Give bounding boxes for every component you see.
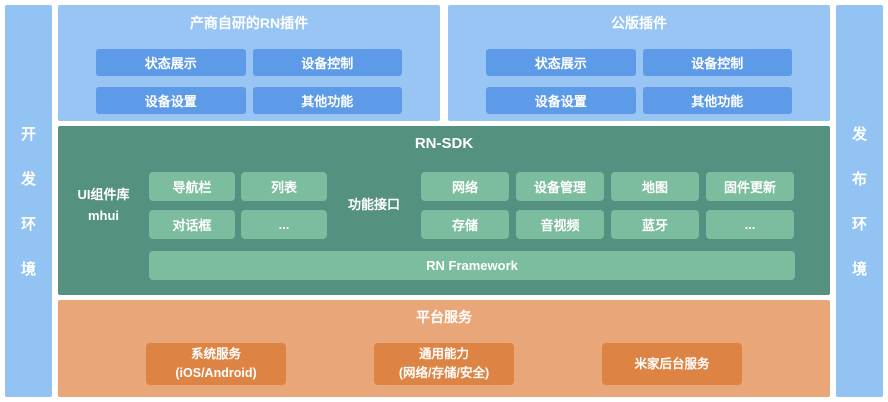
sdk-box-audio-video: 音视频 bbox=[516, 210, 604, 239]
vertical-char: 境 bbox=[851, 261, 867, 278]
sdk-box-storage: 存储 bbox=[421, 210, 509, 239]
plugin-box-device-control: 设备控制 bbox=[642, 49, 792, 76]
plugin-box-device-settings: 设备设置 bbox=[486, 87, 636, 114]
sdk-box-bluetooth: 蓝牙 bbox=[611, 210, 699, 239]
vertical-char: 发 bbox=[20, 171, 36, 188]
sdk-box-map: 地图 bbox=[611, 172, 699, 201]
sdk-box-navbar: 导航栏 bbox=[149, 172, 235, 201]
public-plugin-title: 公版插件 bbox=[611, 15, 667, 31]
sdk-box-network: 网络 bbox=[421, 172, 509, 201]
plugin-box-device-control: 设备控制 bbox=[252, 49, 402, 76]
vertical-char: 发 bbox=[851, 126, 867, 143]
public-plugin-panel: 公版插件 状态展示 设备控制 设备设置 其他功能 bbox=[448, 5, 830, 121]
plugin-box-status-display: 状态展示 bbox=[486, 49, 636, 76]
platform-box-mijia-backend: 米家后台服务 bbox=[602, 343, 742, 385]
platform-box-line2: (网络/存储/安全) bbox=[398, 366, 490, 380]
ui-lib-label-line2: mhui bbox=[87, 207, 120, 223]
dev-environment-bar: 开 发 环 境 bbox=[5, 5, 52, 397]
diagram-center-column: 产商自研的RN插件 状态展示 设备控制 设备设置 其他功能 公版插件 状态展示 … bbox=[58, 5, 830, 397]
function-api-label: 功能接口 bbox=[347, 197, 400, 213]
plugin-box-device-settings: 设备设置 bbox=[96, 87, 246, 114]
rn-sdk-title: RN-SDK bbox=[414, 135, 474, 152]
vendor-plugin-title: 产商自研的RN插件 bbox=[189, 15, 309, 31]
ui-lib-grid: 导航栏 列表 对话框 ... bbox=[149, 172, 327, 239]
vendor-plugin-grid: 状态展示 设备控制 设备设置 其他功能 bbox=[96, 49, 402, 114]
vendor-plugin-panel: 产商自研的RN插件 状态展示 设备控制 设备设置 其他功能 bbox=[58, 5, 440, 121]
sdk-box-more: ... bbox=[706, 210, 794, 239]
rn-sdk-content: UI组件库 mhui 导航栏 列表 对话框 ... 功能接口 网络 设备管理 地… bbox=[58, 172, 830, 239]
plugin-row: 产商自研的RN插件 状态展示 设备控制 设备设置 其他功能 公版插件 状态展示 … bbox=[58, 5, 830, 121]
platform-box-common-capabilities: 通用能力 (网络/存储/安全) bbox=[374, 343, 514, 385]
function-api-grid: 网络 设备管理 地图 固件更新 存储 音视频 蓝牙 ... bbox=[421, 172, 794, 239]
release-environment-bar: 发 布 环 境 bbox=[836, 5, 883, 397]
vertical-char: 境 bbox=[20, 261, 36, 278]
platform-box-system-services: 系统服务 (iOS/Android) bbox=[146, 343, 286, 385]
sdk-box-list: 列表 bbox=[241, 172, 327, 201]
platform-box-line1: 米家后台服务 bbox=[634, 356, 710, 371]
sdk-box-device-management: 设备管理 bbox=[516, 172, 604, 201]
platform-services-title: 平台服务 bbox=[416, 309, 472, 325]
sdk-box-more: ... bbox=[241, 210, 327, 239]
platform-box-line2: (iOS/Android) bbox=[175, 366, 257, 380]
ui-lib-label: UI组件库 mhui bbox=[58, 185, 149, 225]
plugin-box-other-functions: 其他功能 bbox=[252, 87, 402, 114]
vertical-char: 环 bbox=[851, 216, 867, 233]
vertical-char: 开 bbox=[20, 126, 36, 143]
public-plugin-grid: 状态展示 设备控制 设备设置 其他功能 bbox=[486, 49, 792, 114]
sdk-box-firmware-update: 固件更新 bbox=[706, 172, 794, 201]
plugin-box-status-display: 状态展示 bbox=[96, 49, 246, 76]
plugin-box-other-functions: 其他功能 bbox=[642, 87, 792, 114]
vertical-char: 环 bbox=[20, 216, 36, 233]
rn-sdk-panel: RN-SDK UI组件库 mhui 导航栏 列表 对话框 ... 功能接口 网络… bbox=[58, 126, 830, 295]
platform-box-line1: 通用能力 bbox=[418, 347, 469, 362]
platform-services-row: 系统服务 (iOS/Android) 通用能力 (网络/存储/安全) 米家后台服… bbox=[58, 343, 830, 385]
rn-framework-bar: RN Framework bbox=[149, 251, 795, 280]
vertical-char: 布 bbox=[851, 171, 867, 188]
platform-services-panel: 平台服务 系统服务 (iOS/Android) 通用能力 (网络/存储/安全) … bbox=[58, 300, 830, 397]
platform-box-line1: 系统服务 bbox=[190, 347, 241, 362]
ui-lib-label-line1: UI组件库 bbox=[77, 187, 130, 203]
sdk-box-dialog: 对话框 bbox=[149, 210, 235, 239]
